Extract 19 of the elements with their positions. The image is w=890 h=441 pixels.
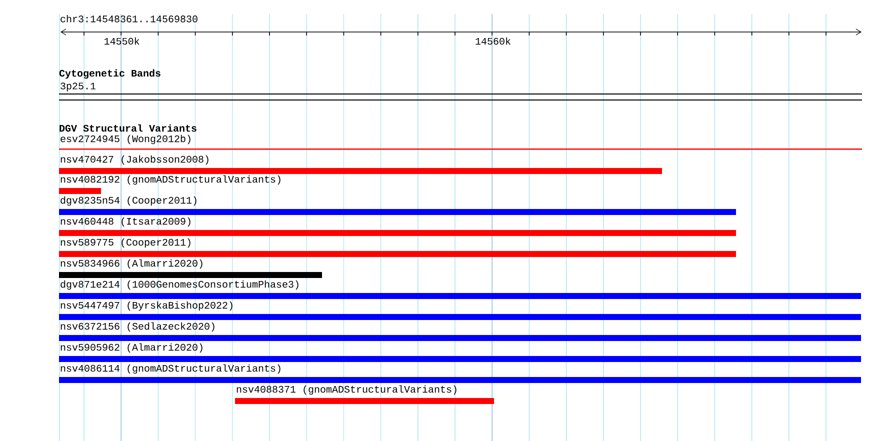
position-label: chr3:14548361..14569830: [60, 15, 198, 22]
feature-label: nsv470427 (Jakobsson2008): [60, 155, 208, 165]
feature-label: esv2724945 (Wong2012b): [60, 134, 190, 144]
tick-label: 14560k: [476, 37, 510, 45]
feature-label: dgv8235n54 (Cooper2011): [60, 196, 196, 206]
feature-label: nsv589775 (Cooper2011): [60, 238, 190, 248]
feature-label: nsv5834966 (Almarri2020): [60, 259, 202, 269]
feature-label: nsv5447497 (ByrskaBishop2022): [60, 301, 232, 311]
feature-label: nsv460448 (Itsara2009): [60, 217, 190, 227]
feature-label: nsv4088371 (gnomADStructuralVariants): [236, 385, 456, 395]
tick-label: 14550k: [104, 37, 140, 45]
feature-label: nsv4086114 (gnomADStructuralVariants): [60, 364, 280, 374]
feature-label: nsv6372156 (Sedlazeck2020): [60, 322, 214, 332]
feature-label: dgv871e214 (1000GenomesConsortiumPhase3): [60, 280, 298, 290]
band-label: 3p25.1: [60, 82, 96, 92]
track-title: Cytogenetic Bands: [59, 69, 160, 79]
track-title: DGV Structural Variants: [60, 124, 196, 132]
feature-label: nsv4082192 (gnomADStructuralVariants): [60, 175, 280, 185]
feature-label: nsv5905962 (Almarri2020): [60, 343, 202, 353]
